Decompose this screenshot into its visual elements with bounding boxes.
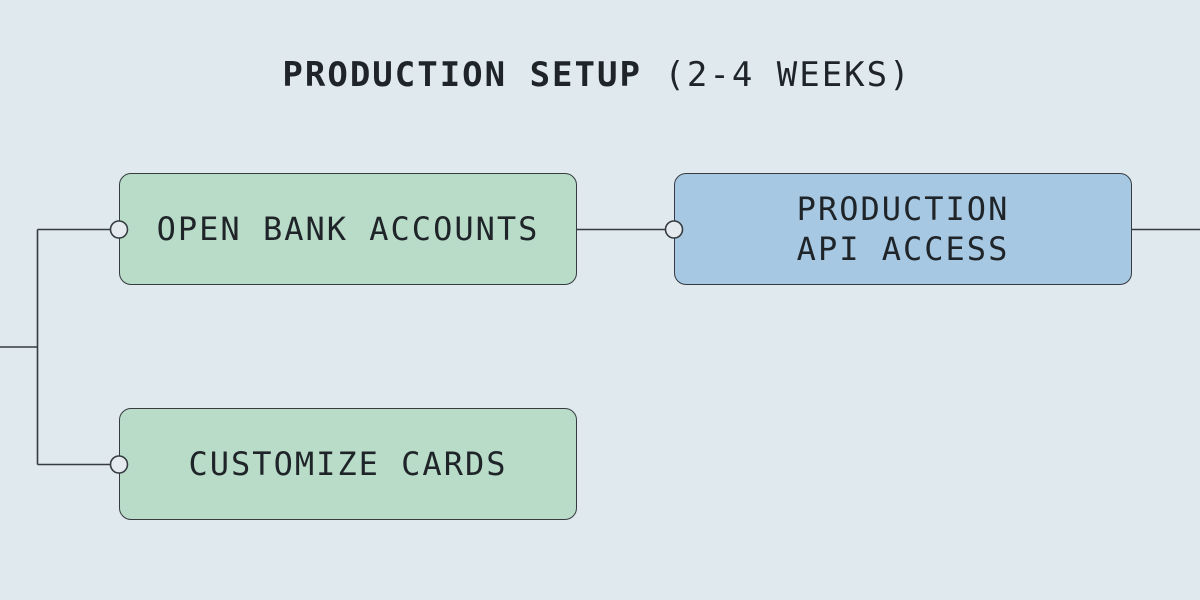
node-open-bank-accounts-label: OPEN BANK ACCOUNTS: [156, 210, 540, 248]
node-open-bank-accounts: OPEN BANK ACCOUNTS: [119, 173, 577, 285]
diagram-title: PRODUCTION SETUP (2-4 WEEKS): [0, 55, 1194, 96]
title-main-text: PRODUCTION SETUP: [282, 55, 642, 95]
node-customize-cards-label: CUSTOMIZE CARDS: [188, 445, 508, 483]
node-customize-cards: CUSTOMIZE CARDS: [119, 408, 577, 520]
title-suffix-text: (2-4 WEEKS): [664, 55, 912, 95]
node-production-api-access: PRODUCTION API ACCESS: [674, 173, 1132, 285]
node-production-api-access-label: PRODUCTION API ACCESS: [796, 190, 1010, 268]
